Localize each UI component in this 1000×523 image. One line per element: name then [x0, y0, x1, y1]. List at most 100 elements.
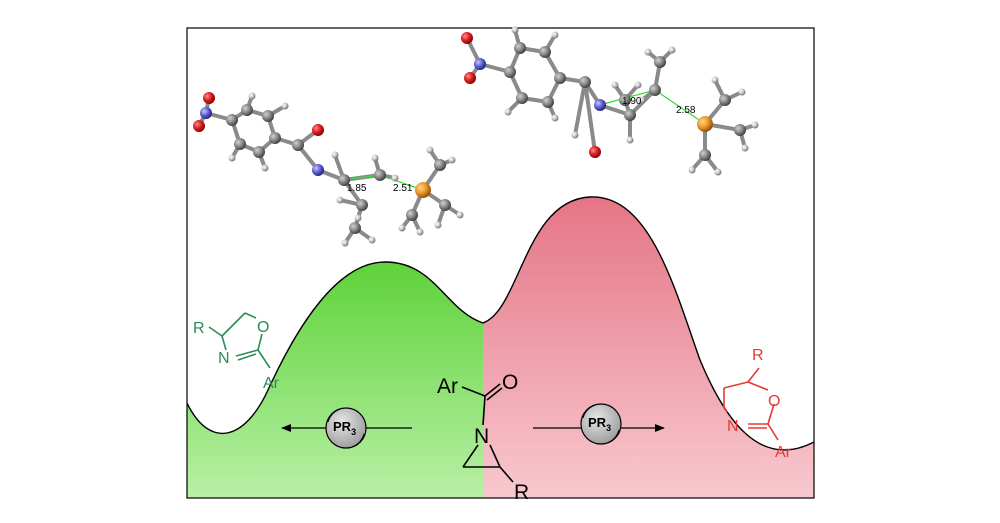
- atom-H: [434, 221, 442, 229]
- atom-H: [368, 236, 376, 244]
- atom-H: [336, 196, 344, 204]
- atom-H: [341, 239, 349, 247]
- atom-C: [374, 169, 386, 181]
- pr3-catalyst-circle: [325, 407, 367, 449]
- atom-N: [594, 99, 606, 111]
- reactant-labels: Ar O N R: [437, 371, 529, 504]
- atom-H: [228, 154, 236, 162]
- svg-text:R: R: [193, 320, 205, 337]
- atom-H: [371, 154, 379, 162]
- atom-C: [338, 174, 350, 186]
- left-distance-label-2: 2.51: [393, 183, 413, 194]
- left-transition-structure-model: [193, 92, 464, 247]
- pr3-catalyst-circle-right: [580, 403, 622, 445]
- atom-C: [579, 76, 591, 88]
- atom-P: [415, 182, 431, 198]
- right-distance-label-2: 2.58: [676, 105, 696, 116]
- atom-H: [751, 121, 759, 129]
- atom-H: [738, 88, 746, 96]
- diagram-frame: [186, 27, 815, 499]
- forming-bond: [654, 89, 706, 125]
- atom-H: [398, 224, 406, 232]
- atom-C: [349, 222, 361, 234]
- right-product-labels: R O N Ar: [727, 347, 792, 461]
- atom-C: [406, 209, 418, 221]
- energy-profile: [187, 196, 814, 498]
- atom-H: [416, 228, 424, 236]
- svg-text:PR3: PR3: [588, 415, 611, 433]
- right-product-oxazoline: [723, 367, 779, 441]
- atom-C: [654, 56, 666, 68]
- atom-O: [589, 146, 601, 158]
- atom-H: [688, 166, 696, 174]
- atom-H: [456, 211, 464, 219]
- atom-O: [461, 32, 473, 44]
- atom-C: [514, 42, 526, 54]
- atom-H: [571, 131, 579, 139]
- svg-text:Ar: Ar: [263, 375, 280, 392]
- atom-C: [241, 104, 253, 116]
- atom-H: [551, 31, 559, 39]
- atom-N: [200, 107, 212, 119]
- svg-text:R: R: [514, 481, 529, 504]
- atom-C: [292, 139, 304, 151]
- atom-C: [539, 46, 551, 58]
- bond: [583, 80, 597, 154]
- reactant-aziridine-structure: [461, 383, 514, 483]
- atom-H: [331, 151, 339, 159]
- atom-C: [434, 159, 446, 171]
- bond: [573, 80, 587, 137]
- atom-C: [624, 109, 636, 121]
- atom-H: [391, 174, 399, 182]
- atom-H: [511, 26, 519, 34]
- atom-C: [619, 94, 631, 106]
- atom-C: [516, 92, 528, 104]
- atom-H: [426, 146, 434, 154]
- atom-H: [551, 114, 559, 122]
- atom-H: [354, 214, 362, 222]
- atom-C: [504, 66, 516, 78]
- red-pathway-area: [483, 196, 814, 498]
- atom-C: [269, 132, 281, 144]
- atom-O: [193, 120, 205, 132]
- atom-O: [203, 92, 215, 104]
- svg-text:N: N: [727, 418, 739, 435]
- svg-text:O: O: [502, 371, 518, 394]
- svg-text:Ar: Ar: [437, 375, 458, 398]
- svg-text:O: O: [768, 393, 780, 410]
- atom-C: [253, 146, 265, 158]
- svg-text:O: O: [257, 319, 269, 336]
- atom-H: [261, 164, 269, 172]
- atom-H: [281, 102, 289, 110]
- energy-curve: [187, 196, 814, 451]
- atom-C: [734, 124, 746, 136]
- svg-text:Ar: Ar: [775, 444, 792, 461]
- atom-H: [626, 136, 634, 144]
- right-catalyst-arrow: PR3: [533, 403, 665, 445]
- atom-O: [312, 124, 324, 136]
- atom-H: [644, 48, 652, 56]
- atom-H: [714, 168, 722, 176]
- atom-C: [649, 84, 661, 96]
- atom-C: [719, 94, 731, 106]
- atom-H: [634, 81, 642, 89]
- atom-H: [448, 156, 456, 164]
- left-product-labels: R O N Ar: [193, 319, 280, 392]
- right-distance-label-1: 1.90: [622, 96, 642, 107]
- atom-N: [474, 58, 486, 70]
- green-pathway-area: [187, 262, 483, 498]
- left-catalyst-arrow: PR3: [281, 407, 412, 449]
- atom-O: [464, 72, 476, 84]
- atom-H: [668, 46, 676, 54]
- atom-H: [741, 144, 749, 152]
- atom-C: [439, 199, 451, 211]
- atom-C: [234, 138, 246, 150]
- atom-C: [554, 72, 566, 84]
- svg-text:PR3: PR3: [333, 419, 356, 437]
- atom-N: [312, 164, 324, 176]
- svg-text:R: R: [752, 347, 764, 364]
- atom-H: [638, 96, 646, 104]
- svg-text:N: N: [474, 425, 489, 448]
- atom-H: [711, 76, 719, 84]
